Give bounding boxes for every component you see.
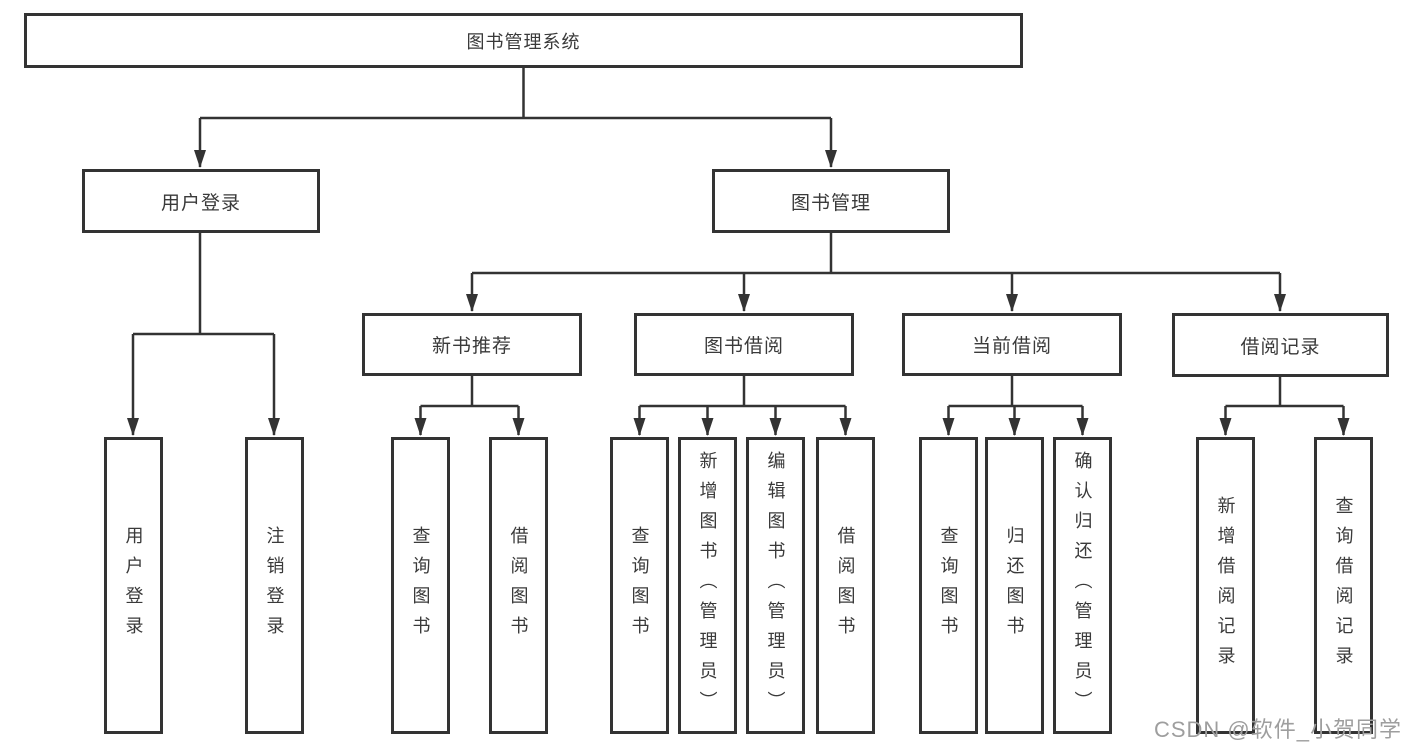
node-leaf-add-borrow-record: 新增借阅记录 <box>1196 437 1255 734</box>
node-label: 借阅记录 <box>1240 336 1321 358</box>
node-leaf-query-books-borrow: 查询图书 <box>610 437 669 734</box>
node-leaf-edit-book-admin: 编辑图书（管理员） <box>746 437 805 734</box>
node-book-management-system: 图书管理系统 <box>24 13 1023 68</box>
node-label: 用户登录 <box>123 525 144 646</box>
node-label: 图书借阅 <box>703 336 784 357</box>
node-label: 查询借阅记录 <box>1333 495 1354 676</box>
node-leaf-logout: 注销登录 <box>245 437 304 734</box>
node-book-borrow: 图书借阅 <box>634 313 854 376</box>
node-leaf-add-book-admin: 新增图书（管理员） <box>678 437 737 734</box>
node-label: 图书管理系统 <box>466 31 581 52</box>
node-label: 注销登录 <box>264 525 285 646</box>
node-label: 当前借阅 <box>971 336 1052 357</box>
node-label: 用户登录 <box>160 192 241 214</box>
node-label: 新增图书（管理员） <box>697 450 718 721</box>
node-leaf-return-book: 归还图书 <box>985 437 1044 734</box>
node-leaf-query-borrow-record: 查询借阅记录 <box>1314 437 1373 734</box>
node-label: 新书推荐 <box>431 336 512 357</box>
node-label: 查询图书 <box>410 525 431 646</box>
node-borrow-records: 借阅记录 <box>1172 313 1389 377</box>
node-leaf-query-books-current: 查询图书 <box>919 437 978 734</box>
node-label: 借阅图书 <box>508 525 529 646</box>
node-leaf-confirm-return-admin: 确认归还（管理员） <box>1053 437 1112 734</box>
node-label: 查询图书 <box>629 525 650 646</box>
watermark: CSDN @软件_小贺同学 <box>1153 717 1402 742</box>
node-leaf-borrow-books-recommend: 借阅图书 <box>489 437 548 734</box>
node-label: 借阅图书 <box>835 525 856 646</box>
node-leaf-user-login: 用户登录 <box>104 437 163 734</box>
node-label: 查询图书 <box>938 525 959 646</box>
node-book-management-group: 图书管理 <box>712 169 950 233</box>
node-label: 图书管理 <box>790 192 871 214</box>
node-new-book-recommend: 新书推荐 <box>362 313 582 376</box>
node-user-login-group: 用户登录 <box>82 169 320 233</box>
node-label: 归还图书 <box>1004 525 1025 646</box>
node-leaf-borrow-books: 借阅图书 <box>816 437 875 734</box>
node-label: 编辑图书（管理员） <box>765 450 786 721</box>
node-current-borrow: 当前借阅 <box>902 313 1122 376</box>
node-leaf-query-books-recommend: 查询图书 <box>391 437 450 734</box>
node-label: 确认归还（管理员） <box>1072 450 1093 721</box>
node-label: 新增借阅记录 <box>1215 495 1236 676</box>
